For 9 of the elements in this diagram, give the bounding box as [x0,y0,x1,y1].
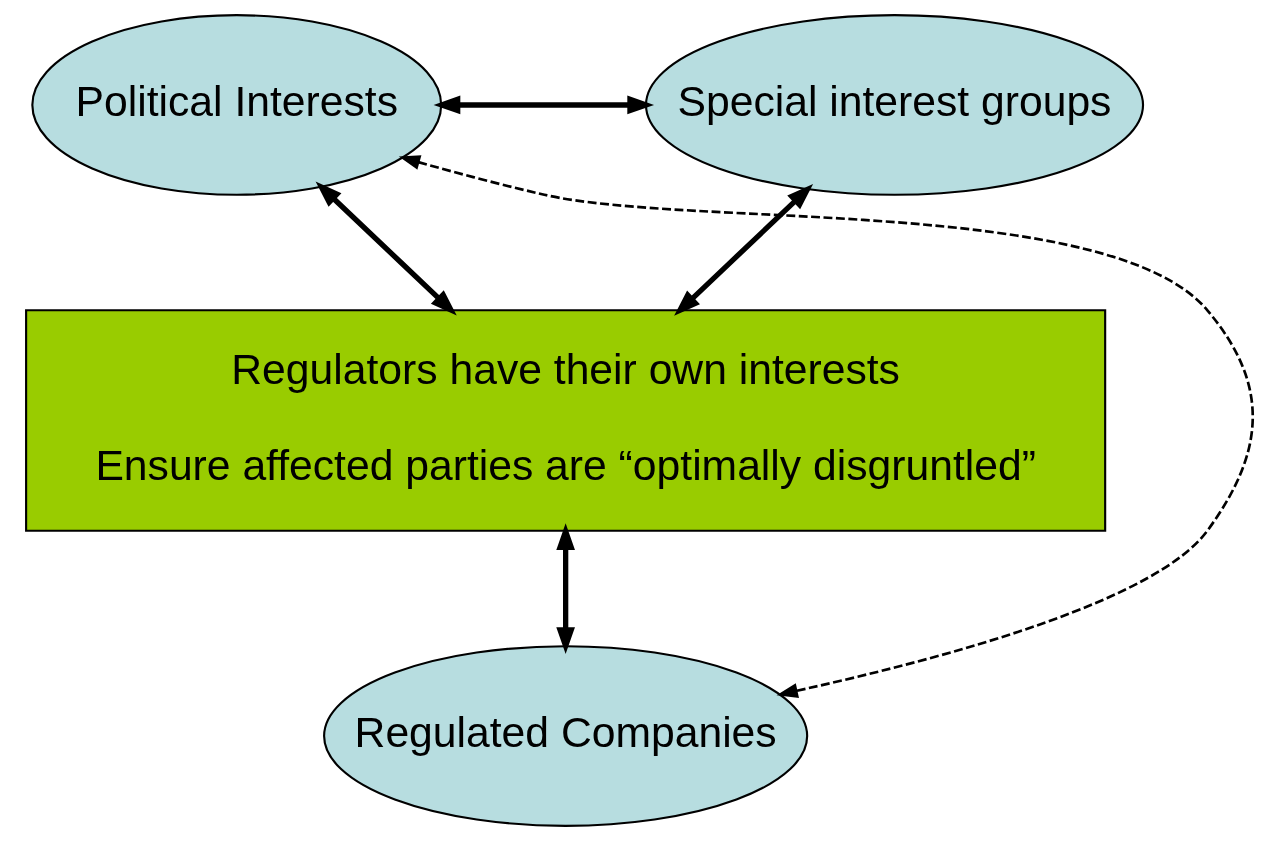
node-ellipse: Regulated Companies [323,645,809,827]
arrow [398,155,1255,698]
arrow [315,181,457,316]
arrow [556,523,575,654]
arrow [674,183,814,316]
node-ellipse: Political Interests [31,14,443,196]
node-ellipse: Special interest groups [644,14,1145,196]
node-box: Regulators have their own interests Ensure affected parties are “optimally disgruntled” [25,309,1107,532]
arrow [433,95,655,115]
